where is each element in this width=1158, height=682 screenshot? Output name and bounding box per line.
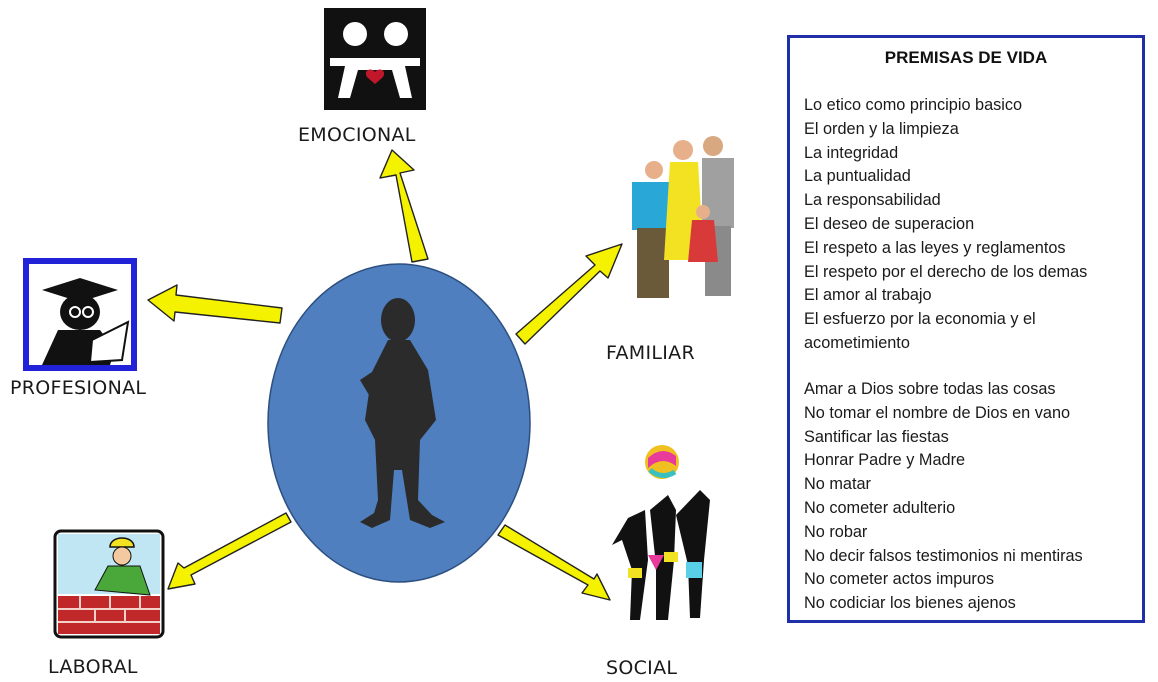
arrow-laboral [167, 512, 292, 590]
premisas-title: PREMISAS DE VIDA [884, 48, 1048, 67]
principios-list: Lo etico como principio basico El orden y… [804, 94, 1136, 356]
list-item: El respeto a las leyes y reglamentos [804, 238, 1066, 257]
label-social: SOCIAL [606, 657, 678, 679]
mandamientos-list: Amar a Dios sobre todas las cosas No toma… [804, 378, 1136, 616]
list-item: Santificar las fiestas [804, 427, 949, 446]
list-item: No codiciar los bienes ajenos [804, 594, 1016, 613]
thinking-figure-icon [360, 298, 445, 528]
premisas-box: PREMISAS DE VIDA Lo etico como principio… [787, 35, 1145, 623]
list-item: Amar a Dios sobre todas las cosas [804, 380, 1056, 398]
arrows [147, 149, 623, 601]
arrow-social [497, 524, 611, 601]
list-item: El esfuerzo por la economia y el acometi… [804, 310, 1036, 352]
list-item: El amor al trabajo [804, 286, 932, 305]
list-item: El respeto por el derecho de los demas [804, 262, 1088, 281]
arrow-familiar [515, 243, 623, 345]
list-item: La responsabilidad [804, 191, 941, 210]
list-item: No matar [804, 475, 871, 494]
bricklayer-icon [53, 529, 165, 639]
label-profesional: PROFESIONAL [10, 377, 147, 399]
list-item: La puntualidad [804, 167, 911, 186]
list-item: No robar [804, 522, 868, 541]
label-emocional: EMOCIONAL [298, 124, 416, 146]
list-item: La integridad [804, 143, 899, 162]
list-item: Lo etico como principio basico [804, 96, 1023, 114]
list-item: No decir falsos testimonios ni mentiras [804, 546, 1083, 565]
label-laboral: LABORAL [48, 656, 138, 678]
arrow-emocional [379, 149, 429, 263]
list-item: No tomar el nombre de Dios en vano [804, 403, 1071, 422]
list-item: El orden y la limpieza [804, 119, 959, 138]
dancers-ball-icon [612, 445, 710, 620]
list-item: No cometer actos impuros [804, 570, 995, 589]
list-item: El deseo de superacion [804, 214, 975, 233]
graduate-reading-icon [23, 258, 137, 371]
couple-heart-icon [324, 8, 426, 110]
arrow-profesional [147, 284, 283, 324]
list-item: Honrar Padre y Madre [804, 451, 966, 470]
label-familiar: FAMILIAR [606, 342, 695, 364]
family-icon [632, 136, 734, 298]
list-item: No cometer adulterio [804, 498, 956, 517]
